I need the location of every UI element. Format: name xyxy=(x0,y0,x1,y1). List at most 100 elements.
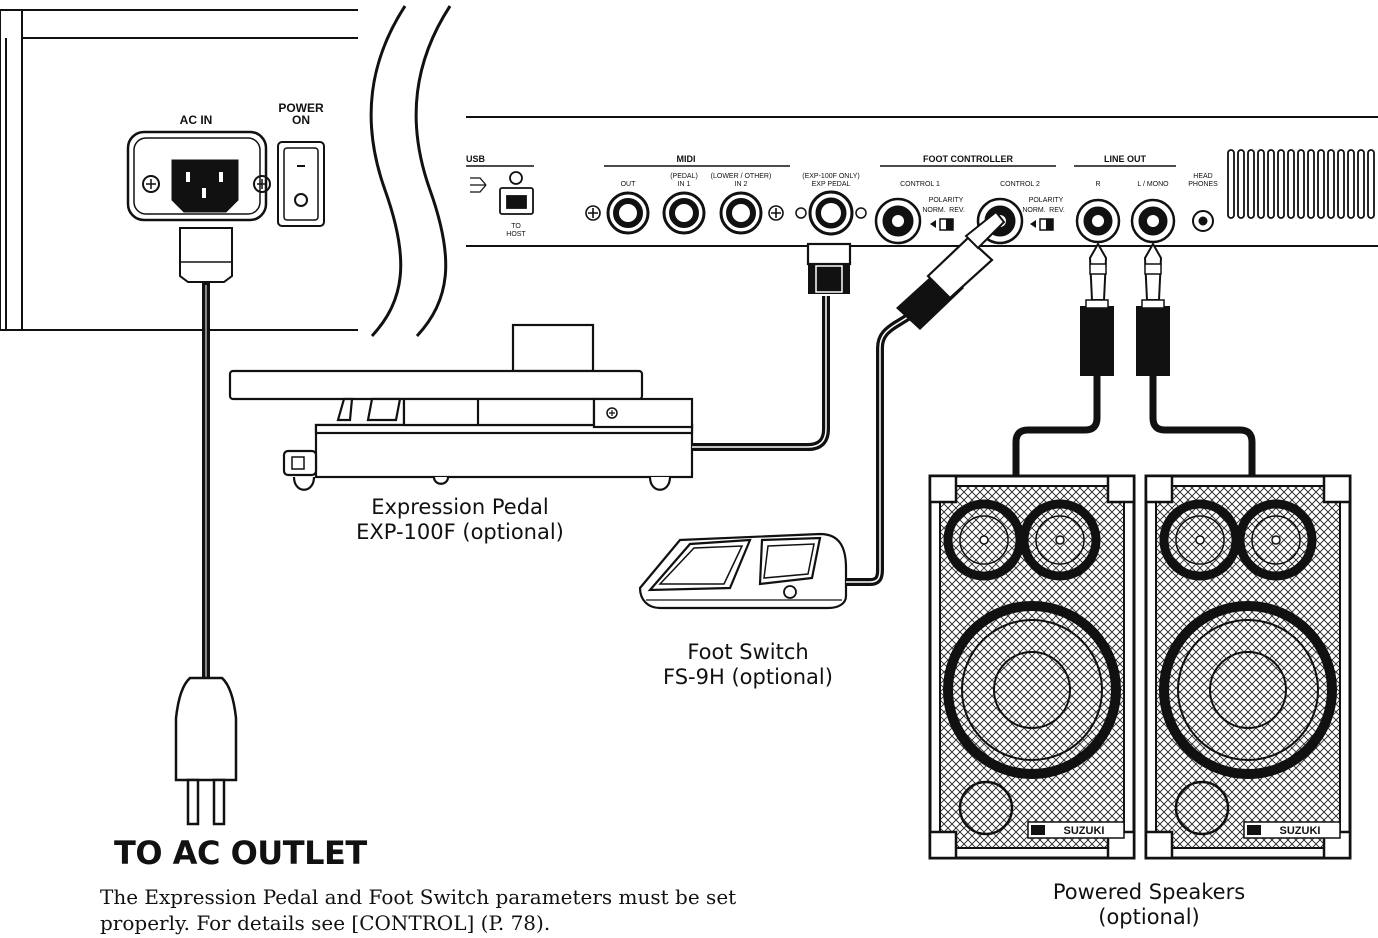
vent-slot xyxy=(1317,149,1325,219)
midi-in1-label-2: IN 1 xyxy=(678,181,691,188)
brand-logo xyxy=(1247,825,1261,835)
brand-name: SUZUKI xyxy=(1280,825,1321,837)
corner-bracket xyxy=(1144,830,1174,860)
control1-polarity-label: POLARITY xyxy=(929,197,964,204)
tweeter-center xyxy=(1055,535,1065,545)
midi-label: MIDI xyxy=(677,154,696,164)
expression-pedal-caption: Expression Pedal EXP-100F (optional) xyxy=(330,495,590,545)
midi-in2-label-1: (LOWER / OTHER) xyxy=(711,173,772,180)
woofer-ring xyxy=(1177,619,1319,761)
control1-label: CONTROL 1 xyxy=(900,181,940,188)
vent-slot xyxy=(1327,149,1335,219)
control1-norm-label: NORM. xyxy=(922,207,945,214)
exp-label-1: (EXP-100F ONLY) xyxy=(802,173,859,180)
midi-screw-left xyxy=(585,205,601,221)
corner-bracket xyxy=(1106,474,1136,504)
line-out-l-label: L / MONO xyxy=(1137,181,1169,188)
note-line-2: properly. For details see [CONTROL] (P. … xyxy=(100,911,551,935)
corner-bracket xyxy=(928,474,958,504)
usb-port[interactable] xyxy=(470,171,534,215)
break-marks xyxy=(369,5,452,338)
speakers-caption: Powered Speakers (optional) xyxy=(1016,880,1282,930)
vent-slot xyxy=(1277,149,1285,219)
midi-screw-right xyxy=(768,205,784,221)
tweeter-center xyxy=(1271,535,1281,545)
control2-polarity-switch[interactable] xyxy=(1030,218,1054,231)
tweeter-inner xyxy=(1175,515,1225,565)
vent-slot xyxy=(1257,149,1265,219)
vent-slot xyxy=(1247,149,1255,219)
expression-pedal xyxy=(228,323,694,491)
midi-in2-label-2: IN 2 xyxy=(735,181,748,188)
control1-jack[interactable] xyxy=(874,197,922,245)
control2-norm-label: NORM. xyxy=(1022,207,1045,214)
headphones-label-2: PHONES xyxy=(1188,181,1218,188)
vent-slot xyxy=(1287,149,1295,219)
powered-speakers: SUZUKI SUZUKI xyxy=(928,474,1352,860)
note-text: The Expression Pedal and Foot Switch par… xyxy=(100,884,736,936)
corner-bracket xyxy=(928,830,958,860)
exp-label-2: EXP PEDAL xyxy=(812,181,851,188)
vent-slots xyxy=(1227,149,1375,219)
midi-in1-port[interactable] xyxy=(662,191,706,235)
vent-slot xyxy=(1297,149,1305,219)
line-out-r-label: R xyxy=(1095,181,1100,188)
foot-switch xyxy=(638,532,848,610)
ac-power-cord xyxy=(174,227,238,826)
tweeter-inner xyxy=(1251,515,1301,565)
midi-in2-port[interactable] xyxy=(719,191,763,235)
left-chassis xyxy=(0,9,358,331)
speaker-right: SUZUKI xyxy=(928,474,1136,860)
expression-pedal-caption-line2: EXP-100F (optional) xyxy=(356,520,564,544)
line-out-label: LINE OUT xyxy=(1104,154,1147,164)
vent-slot xyxy=(1357,149,1365,219)
woofer xyxy=(1159,601,1337,779)
ac-outlet-label: TO AC OUTLET xyxy=(114,834,367,872)
power-on-label: ON xyxy=(292,113,310,127)
line-out-l-jack[interactable] xyxy=(1130,198,1176,244)
midi-out-port[interactable] xyxy=(606,191,650,235)
panel-text: AC IN POWER ON USB TO HOST MIDI OUT (PED… xyxy=(180,101,1218,238)
note-line-1: The Expression Pedal and Foot Switch par… xyxy=(100,885,737,909)
midi-out-label: OUT xyxy=(621,181,637,188)
speakers-caption-line1: Powered Speakers xyxy=(1052,880,1246,904)
tweeter-center xyxy=(979,535,989,545)
vent-slot xyxy=(1337,149,1345,219)
brand-name: SUZUKI xyxy=(1064,825,1105,837)
bass-port xyxy=(958,780,1014,836)
rear-panel xyxy=(466,116,1378,247)
brand-badge xyxy=(1027,821,1125,839)
tweeter-center xyxy=(1195,535,1205,545)
foot-switch-cable xyxy=(846,210,1006,586)
tweeter xyxy=(1019,499,1101,581)
bass-port xyxy=(1174,780,1230,836)
midi-in1-label-1: (PEDAL) xyxy=(670,173,698,180)
power-label: POWER xyxy=(278,101,324,115)
brand-badge xyxy=(1243,821,1341,839)
control1-rev-label: REV. xyxy=(949,207,965,214)
corner-bracket xyxy=(1322,474,1352,504)
brand-logo xyxy=(1031,825,1045,835)
tweeter-inner xyxy=(1035,515,1085,565)
ac-in-label: AC IN xyxy=(180,113,213,127)
power-switch[interactable] xyxy=(277,141,325,227)
corner-bracket xyxy=(1144,474,1174,504)
foot-switch-caption-line2: FS-9H (optional) xyxy=(663,665,833,689)
woofer-cone xyxy=(993,651,1071,729)
vent-slot xyxy=(1267,149,1275,219)
control1-polarity-switch[interactable] xyxy=(930,218,954,231)
headphones-label-1: HEAD xyxy=(1193,173,1212,180)
control2-polarity-label: POLARITY xyxy=(1029,197,1064,204)
line-out-r-jack[interactable] xyxy=(1075,198,1121,244)
expression-pedal-cable xyxy=(692,242,852,451)
foot-switch-caption-line1: Foot Switch xyxy=(687,640,809,664)
ac-in-socket xyxy=(126,130,271,222)
tweeter xyxy=(1235,499,1317,581)
exp-pedal-port[interactable] xyxy=(795,190,867,236)
line-out-cables xyxy=(1012,241,1256,480)
vent-slot xyxy=(1307,149,1315,219)
headphones-jack[interactable] xyxy=(1192,210,1214,232)
vent-slot xyxy=(1347,149,1355,219)
